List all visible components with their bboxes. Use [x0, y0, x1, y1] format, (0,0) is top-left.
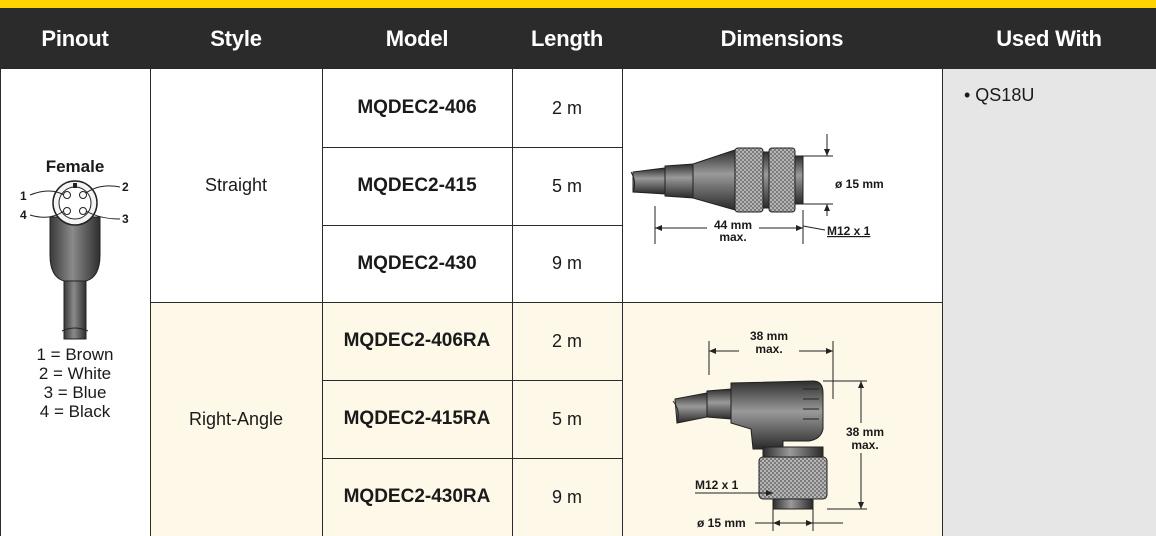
style-label: Right-Angle [188, 408, 284, 429]
style-right-angle: Right-Angle [150, 302, 322, 536]
table-body: • QS18U Straight MQDEC2-406 2 m MQDEC2-4… [0, 69, 1156, 536]
model-name: MQDEC2-415 [357, 175, 477, 196]
header-style: Style [210, 25, 262, 51]
dim-width: 38 mm [750, 329, 788, 343]
accent-bar [0, 0, 1156, 8]
header-model: Model [385, 25, 449, 51]
pin-legend-3: 3 = Blue [43, 383, 107, 402]
pin-label: 4 [20, 208, 27, 222]
model-name: MQDEC2-430RA [343, 486, 491, 507]
header-length: Length [530, 25, 604, 51]
dim-width-max: max. [755, 342, 782, 356]
length-value: 5 m [551, 175, 582, 196]
used-with-item: • QS18U [964, 85, 1035, 105]
grid-line [0, 69, 1, 536]
length-cell: 9 m [512, 225, 622, 302]
header-used-with: Used With [996, 25, 1102, 51]
dim-diameter: ø 15 mm [697, 516, 746, 530]
grid-line [942, 69, 943, 536]
right-angle-connector-drawing: 38 mm max. 38 mm max. M12 x 1 [672, 327, 893, 531]
length-cell: 5 m [512, 147, 622, 225]
dim-length-max: max. [719, 230, 746, 244]
length-cell: 2 m [512, 302, 622, 380]
grid-line [322, 380, 622, 381]
table-row: MQDEC2-415 [322, 147, 512, 225]
length-cell: 2 m [512, 69, 622, 147]
length-value: 2 m [551, 97, 582, 118]
dim-height-max: max. [851, 438, 878, 452]
pin-legend-2: 2 = White [38, 364, 112, 383]
dim-diameter: ø 15 mm [835, 177, 884, 191]
length-cell: 9 m [512, 458, 622, 536]
pin-label: 2 [122, 180, 129, 194]
grid-line [322, 458, 622, 459]
length-value: 9 m [551, 253, 582, 273]
table-header: Pinout Style Model Length Dimensions Use… [0, 8, 1156, 69]
model-name: MQDEC2-406RA [343, 330, 491, 351]
style-straight: Straight [150, 69, 322, 302]
length-value: 9 m [551, 486, 582, 507]
table-row: MQDEC2-430RA [322, 458, 512, 536]
header-dimensions: Dimensions [720, 25, 844, 51]
pin-legend-1: 1 = Brown [36, 345, 114, 364]
length-cell: 5 m [512, 380, 622, 458]
table-row: MQDEC2-406 [322, 69, 512, 147]
pin-legend-4: 4 = Black [39, 402, 111, 421]
length-value: 5 m [551, 408, 582, 429]
table-row: MQDEC2-415RA [322, 380, 512, 458]
model-name: MQDEC2-415RA [343, 408, 491, 429]
used-with-cell: • QS18U [942, 69, 1156, 536]
dim-thread: M12 x 1 [827, 224, 871, 238]
model-name: MQDEC2-430 [357, 252, 477, 274]
straight-connector-drawing: 44 mm max. ø 15 mm M12 x 1 [630, 134, 884, 244]
grid-line [322, 225, 622, 226]
style-label: Straight [204, 175, 268, 195]
female-connector-icon: 1 2 3 4 [20, 180, 129, 340]
table-row: MQDEC2-406RA [322, 302, 512, 380]
header-pinout: Pinout [41, 25, 109, 51]
dim-height: 38 mm [846, 425, 884, 439]
dim-thread: M12 x 1 [695, 478, 739, 492]
pin-label: 3 [122, 212, 129, 226]
grid-line [150, 302, 942, 303]
grid-line [322, 147, 622, 148]
table-row: MQDEC2-430 [322, 225, 512, 302]
dim-length: 44 mm [714, 218, 752, 232]
pin-label: 1 [20, 189, 27, 203]
length-value: 2 m [551, 330, 582, 351]
model-name: MQDEC2-406 [357, 97, 477, 118]
pinout-title: Female [45, 157, 105, 176]
